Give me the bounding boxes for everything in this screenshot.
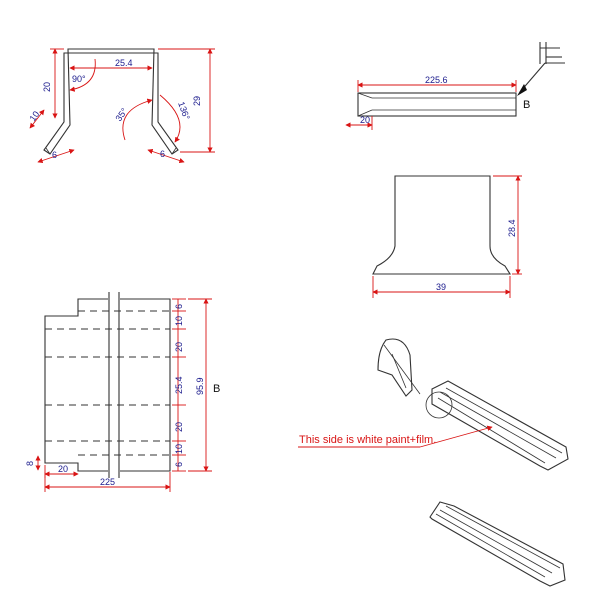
- segment-label: 20: [174, 342, 184, 352]
- iso-note: This side is white paint+film.: [299, 434, 436, 446]
- profile-outline: [43, 48, 179, 155]
- fold-lines: [45, 310, 170, 456]
- dim-notch-width: 20: [58, 464, 68, 474]
- segment-label: 6: [174, 462, 184, 467]
- front-view: 28.4 39: [372, 175, 522, 298]
- iso-channel: [431, 380, 569, 471]
- unfolded-outline: [44, 298, 171, 472]
- segment-label: 20: [174, 422, 184, 432]
- unfolded-view: 6 10 20 25.4 20 10 6 95.9 B 8 20 225: [25, 290, 220, 492]
- dim-total-height: 95.9: [195, 377, 205, 395]
- dim-unfolded-length: 225: [100, 477, 115, 487]
- detail-circle: [425, 391, 453, 419]
- dim-side-length: 225.6: [425, 75, 448, 85]
- profile-view: 25.4 29 20 10 6 6 90° 35° 136°: [27, 48, 215, 164]
- dim-lip: 10: [27, 109, 41, 123]
- segment-label: 10: [174, 444, 184, 454]
- break-gap: [108, 290, 120, 480]
- side-view-bar: [357, 92, 517, 117]
- iso-view: This side is white paint+film.: [298, 338, 569, 471]
- dim-end-offset: 20: [360, 115, 370, 125]
- angle-top: 90°: [72, 74, 86, 84]
- front-view-outline: [372, 175, 511, 275]
- dim-base-width: 39: [436, 282, 446, 292]
- segment-label: 6: [174, 304, 184, 309]
- angle-bend: 35°: [113, 106, 129, 123]
- dim-notch-height: 8: [25, 461, 35, 466]
- section-mark-b: B: [523, 99, 530, 111]
- segment-label: 10: [174, 316, 184, 326]
- dim-top-width: 25.4: [115, 58, 133, 68]
- section-mark-b: B: [213, 383, 220, 395]
- dim-right-foot: 6: [160, 149, 165, 159]
- dim-side: 20: [42, 82, 52, 92]
- side-view: 225.6 20 B: [345, 42, 565, 130]
- dim-left-foot: 6: [52, 150, 57, 160]
- iso-part-2: [429, 501, 566, 587]
- dim-height: 29: [192, 96, 202, 106]
- detail-enlargement: [377, 338, 413, 397]
- segment-dims: 6 10 20 25.4 20 10 6: [172, 298, 186, 472]
- dim-front-height: 28.4: [507, 219, 517, 237]
- segment-label: 25.4: [174, 376, 184, 394]
- iso-part-outline: [429, 501, 566, 587]
